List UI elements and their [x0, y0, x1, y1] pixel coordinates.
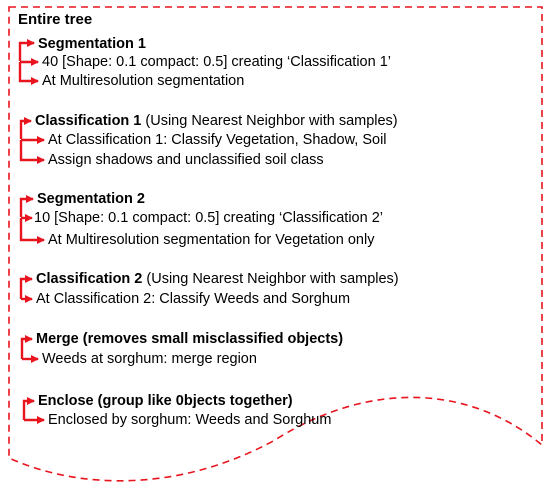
arrow-section-2-item-2 [19, 140, 45, 164]
arrow-section-3-item-2 [19, 218, 45, 244]
section-4-heading-rest: (Using Nearest Neighbor with samples) [142, 271, 399, 287]
section-2-heading-bold: Classification 1 [35, 113, 142, 129]
section-6-heading-bold: Enclose (group like 0bjects together) [38, 393, 293, 409]
arrow-section-1-item-2 [18, 62, 39, 85]
section-3-heading: Segmentation 2 [37, 190, 145, 208]
section-1-heading: Segmentation 1 [38, 35, 146, 53]
section-4-heading-bold: Classification 2 [36, 271, 143, 287]
section-2-heading-rest: (Using Nearest Neighbor with samples) [141, 113, 398, 129]
section-4-item-1: At Classification 2: Classify Weeds and … [36, 291, 351, 307]
arrow-section-6-heading [22, 397, 35, 420]
arrow-section-2-heading [19, 117, 32, 139]
tree-title: Entire tree [18, 11, 93, 28]
section-3-item-1: 10 [Shape: 0.1 compact: 0.5] creating ‘C… [34, 210, 383, 226]
section-5-item-1: Weeds at sorghum: merge region [42, 351, 257, 367]
section-6-heading: Enclose (group like 0bjects together) [38, 392, 293, 410]
section-5-heading: Merge (removes small misclassified objec… [36, 330, 343, 348]
arrow-section-1-heading [18, 39, 35, 61]
section-3-item-2: At Multiresolution segmentation for Vege… [48, 232, 375, 248]
section-6-item-1: Enclosed by sorghum: Weeds and Sorghum [48, 412, 332, 428]
arrow-section-3-heading [19, 195, 34, 217]
section-1-item-1: 40 [Shape: 0.1 compact: 0.5] creating ‘C… [42, 54, 391, 70]
section-2-item-1: At Classification 1: Classify Vegetation… [48, 132, 387, 148]
section-1-item-2: At Multiresolution segmentation [42, 73, 245, 89]
section-5-heading-bold: Merge (removes small misclassified objec… [36, 331, 344, 347]
arrow-section-5-heading [20, 335, 33, 359]
section-2-item-2: Assign shadows and unclassified soil cla… [48, 152, 324, 168]
section-1-heading-bold: Segmentation 1 [38, 36, 146, 52]
arrow-section-4-heading [19, 275, 33, 299]
section-3-heading-bold: Segmentation 2 [37, 191, 145, 207]
section-4-heading: Classification 2 (Using Nearest Neighbor… [36, 270, 399, 288]
section-2-heading: Classification 1 (Using Nearest Neighbor… [35, 112, 398, 130]
